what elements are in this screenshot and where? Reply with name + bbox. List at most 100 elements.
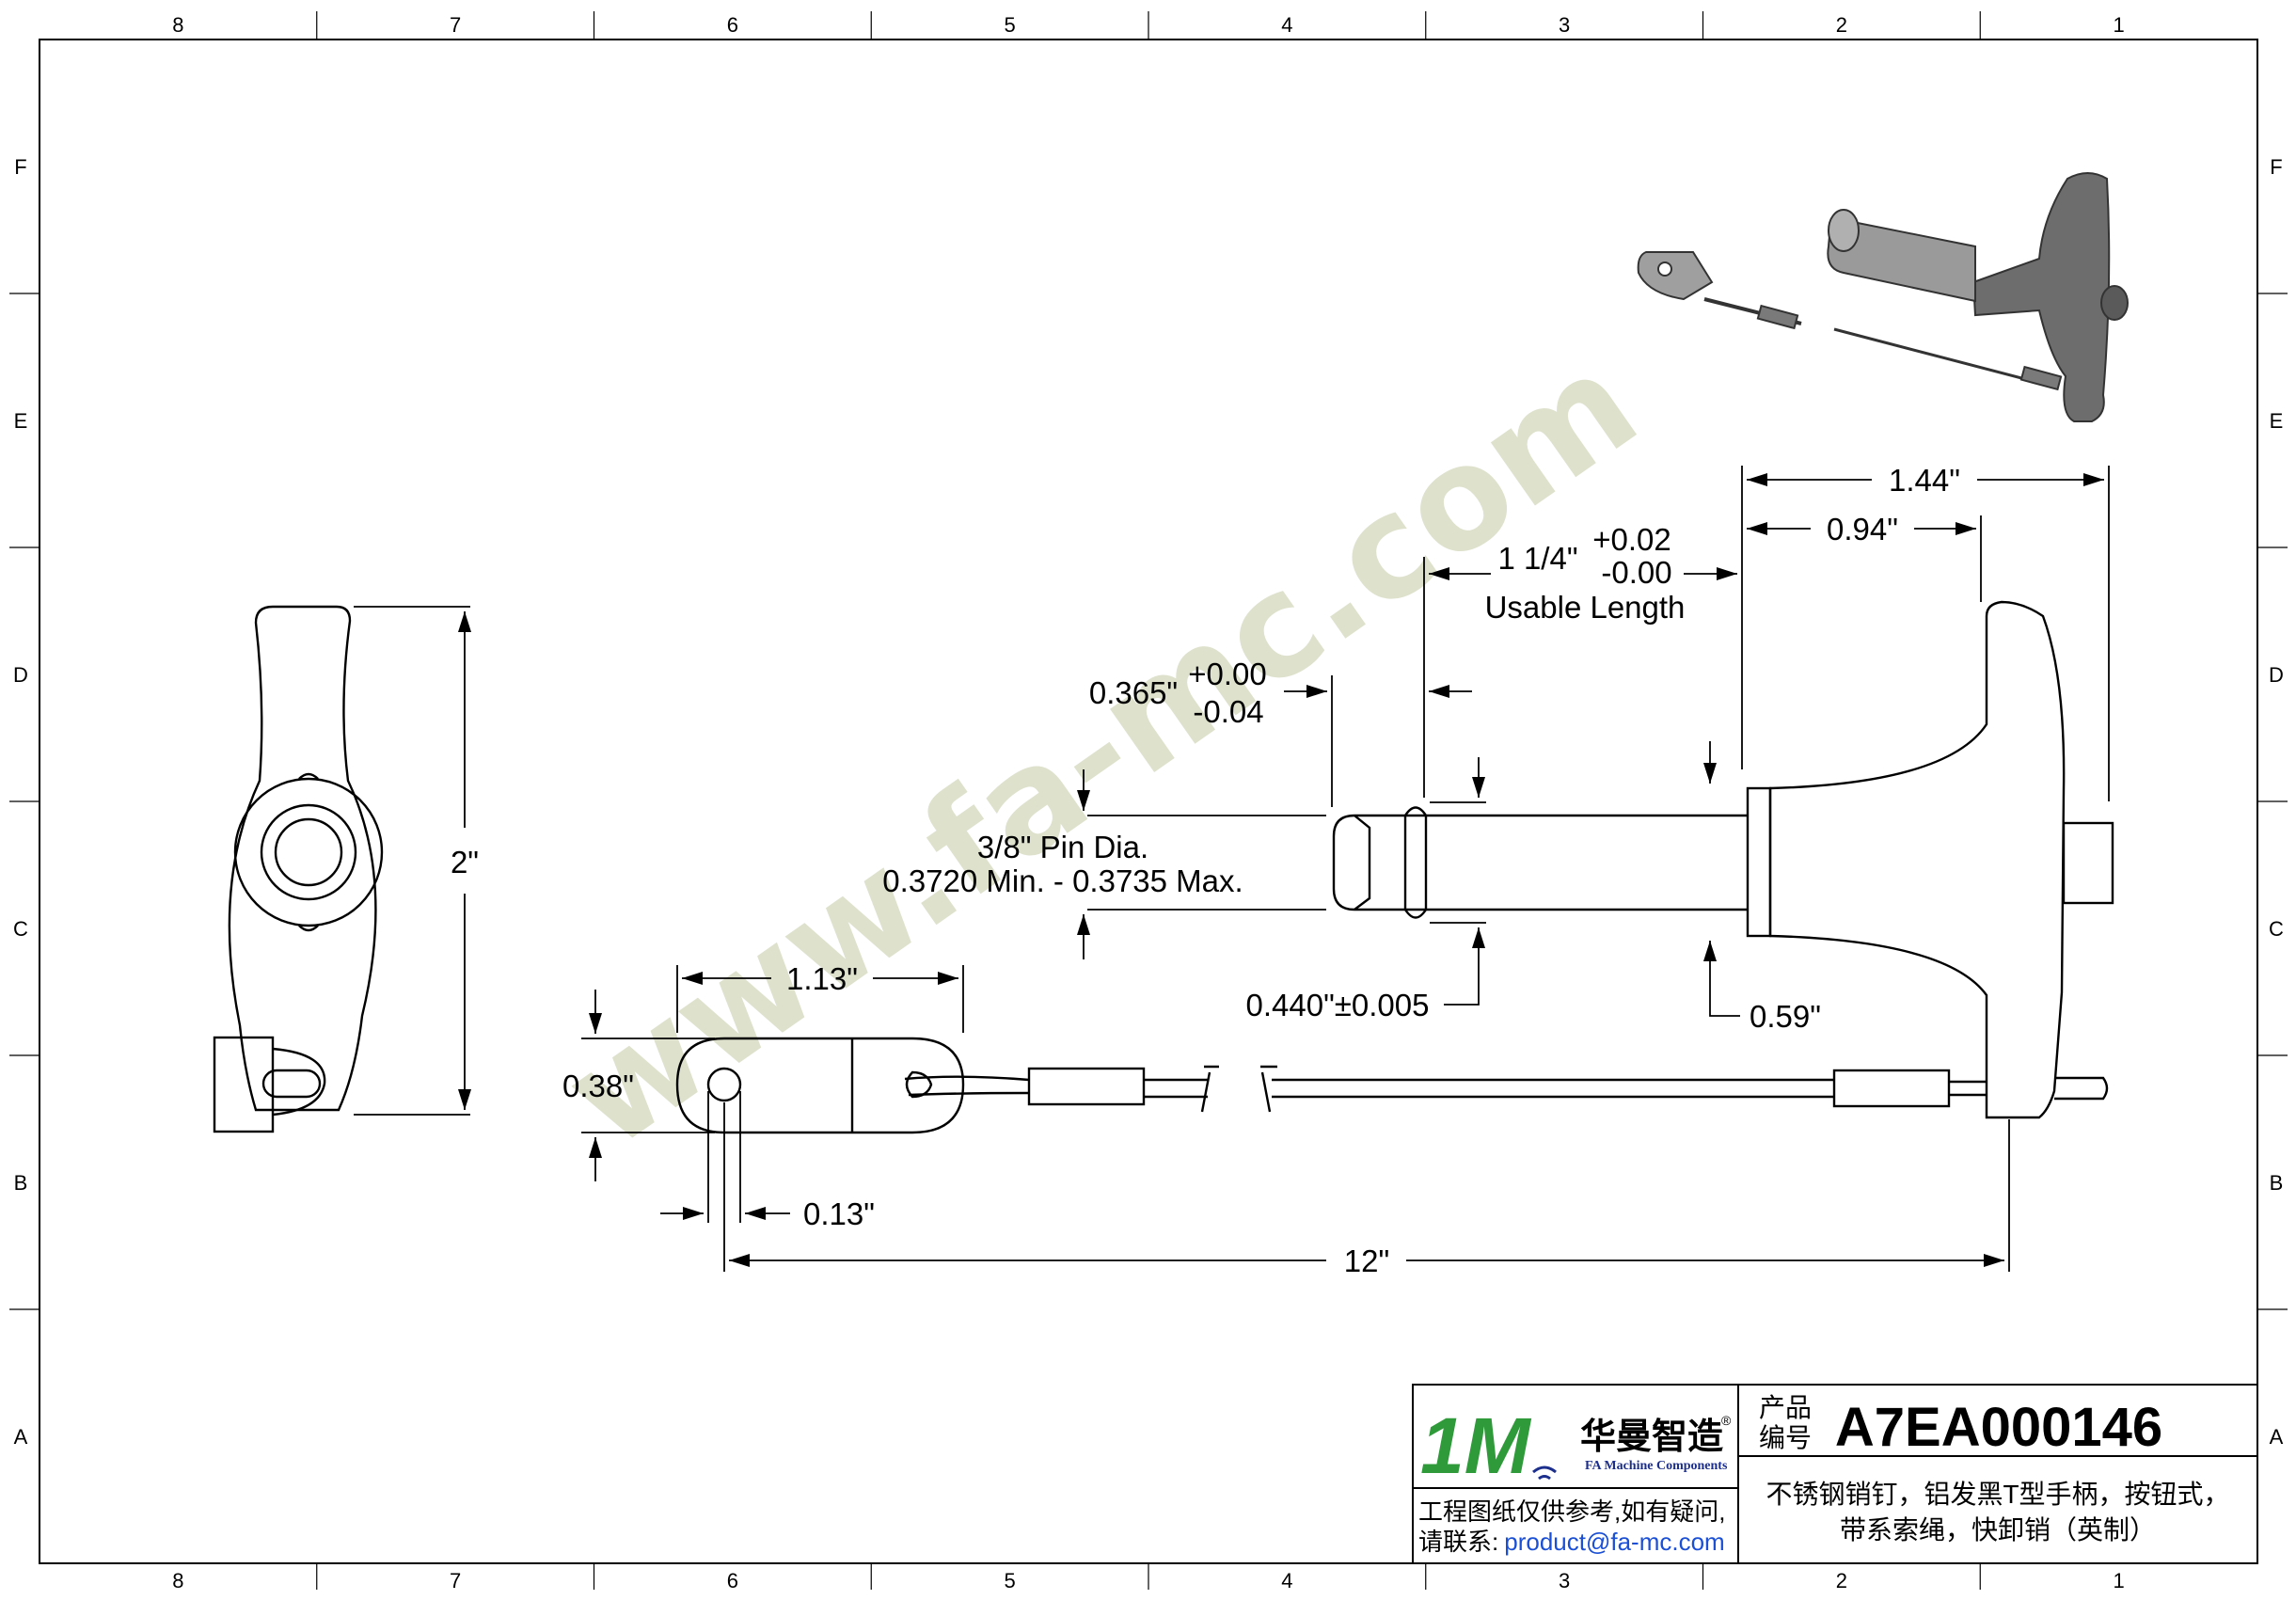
zone-row-label: F <box>14 155 26 179</box>
iso-pin-tip <box>1828 209 1860 252</box>
side-view-cable-tab <box>213 1036 275 1133</box>
arrow <box>1717 567 1737 580</box>
zone-column-label: 3 <box>1559 13 1570 37</box>
pin-body <box>1332 814 1748 911</box>
reference-note-1: 工程图纸仅供参考,如有疑问, <box>1418 1497 1725 1526</box>
t-handle-outline <box>1768 600 2066 1119</box>
zone-column-label: 5 <box>1005 13 1016 37</box>
arrow <box>1472 927 1485 948</box>
zone-column-label: 4 <box>1281 13 1292 37</box>
dim-label-handle-offset: 0.94" <box>1827 512 1898 547</box>
side-view-cable-pin <box>261 1069 322 1099</box>
zone-row-label: D <box>2269 663 2284 687</box>
dim-label-hole-dia: 0.13" <box>803 1196 875 1231</box>
side-view-collar-mid <box>260 803 357 901</box>
pin-ball-bottom <box>1403 909 1428 919</box>
zone-row-label: E <box>2270 409 2284 433</box>
lanyard-cable-right <box>1272 1078 1834 1099</box>
code-label-2: 编号 <box>1759 1423 1812 1452</box>
dim-label-cable-length: 12" <box>1344 1244 1389 1278</box>
side-view <box>213 605 384 1133</box>
code-label-1: 产品 <box>1759 1393 1812 1422</box>
push-button <box>2062 821 2114 905</box>
zone-ticks <box>9 11 2288 1590</box>
pin-groove <box>1403 816 1428 910</box>
arrow <box>1077 914 1090 935</box>
company-logo: 1M 华曼智造 ® FA Machine Components <box>1420 1402 1732 1490</box>
product-code: A7EA000146 <box>1835 1397 2162 1458</box>
arrow <box>1956 522 1976 535</box>
arrow <box>1306 685 1327 698</box>
lanyard-crimp-right <box>1832 1069 1951 1108</box>
iso-tab-crimp <box>1756 304 1799 330</box>
side-view-pin-end <box>274 817 343 887</box>
dim-label-usable-value: 1 1/4" <box>1497 541 1577 576</box>
zone-column-label: 2 <box>1836 1569 1847 1592</box>
arrow <box>1984 1254 2004 1267</box>
dim-label-pin-dia-2: 0.3720 Min. - 0.3735 Max. <box>882 863 1243 898</box>
logo-mark: 1M <box>1420 1402 1532 1490</box>
arrow <box>1429 567 1449 580</box>
zone-column-label: 1 <box>2114 13 2125 37</box>
arrow <box>1747 522 1767 535</box>
arrow <box>683 1207 704 1220</box>
lanyard-crimp-left <box>1027 1067 1146 1106</box>
arrow <box>745 1207 766 1220</box>
lanyard-cable-to-tab <box>904 1075 1030 1097</box>
product-description-2: 带系索绳，快卸销（英制） <box>1840 1515 2156 1545</box>
zone-column-label: 5 <box>1005 1569 1016 1592</box>
lanyard-tab <box>675 1037 965 1134</box>
zone-row-label: E <box>14 409 28 433</box>
pin-ball-top <box>1403 806 1428 816</box>
zone-row-label: F <box>2270 155 2282 179</box>
zone-column-label: 6 <box>727 1569 738 1592</box>
arrow <box>729 1254 750 1267</box>
watermark-text: www.fa-mc.com <box>537 322 1665 1180</box>
arrow <box>589 1013 602 1034</box>
dim-label-side-height: 2" <box>451 845 479 879</box>
dim-label-ball-offset-tol-minus: -0.04 <box>1193 694 1263 729</box>
arrow <box>589 1137 602 1158</box>
logo-chinese-name: 华曼智造 <box>1580 1418 1723 1457</box>
cable-break-left <box>1200 1065 1219 1113</box>
zone-column-label: 3 <box>1559 1569 1570 1592</box>
arrow <box>2083 473 2104 486</box>
dim-label-usable-text: Usable Length <box>1485 590 1686 625</box>
zone-row-label: C <box>13 917 28 941</box>
dim-label-ball-offset-value: 0.365" <box>1089 675 1178 710</box>
dim-label-collar-dia: 0.59" <box>1750 999 1821 1034</box>
dim-label-tab-height: 0.38" <box>562 1069 634 1103</box>
dim-label-tab-length: 1.13" <box>786 961 858 996</box>
zone-row-label: A <box>14 1425 28 1449</box>
logo-registered-mark: ® <box>1721 1413 1732 1428</box>
dimension-labels: 2" 1.44" 0.94" 1 1/4" +0.02 -0.00 Usable… <box>451 463 1960 1278</box>
lanyard-tab-hole <box>706 1067 742 1102</box>
zone-row-label: C <box>2269 917 2284 941</box>
arrow <box>458 1089 471 1110</box>
dim-label-usable-tol-plus: +0.02 <box>1592 522 1671 557</box>
side-view-ball-top <box>298 772 319 780</box>
arrow <box>682 972 703 985</box>
dim-label-overall-width: 1.44" <box>1889 463 1960 498</box>
arrow <box>1703 763 1717 784</box>
arrow <box>1472 777 1485 798</box>
lanyard-cable-to-handle <box>1949 1080 1987 1097</box>
dim-label-ball-dia: 0.440"±0.005 <box>1246 988 1430 1022</box>
side-view-ball-bottom <box>298 925 319 932</box>
dim-label-usable-tol-minus: -0.00 <box>1601 555 1671 590</box>
front-view <box>675 600 2114 1134</box>
dim-440 <box>1444 757 1480 1006</box>
iso-cable <box>1833 327 2051 388</box>
zone-row-label: B <box>14 1171 28 1195</box>
zone-row-label: A <box>2270 1425 2284 1449</box>
arrow <box>1077 790 1090 811</box>
contact-email-link[interactable]: product@fa-mc.com <box>1504 1528 1724 1556</box>
zone-column-label: 8 <box>172 13 183 37</box>
lanyard-cable-left <box>1144 1078 1208 1099</box>
side-view-handle-outline <box>228 605 377 1112</box>
arrow <box>938 972 958 985</box>
zone-column-label: 6 <box>727 13 738 37</box>
iso-tab-hole <box>1657 261 1672 277</box>
